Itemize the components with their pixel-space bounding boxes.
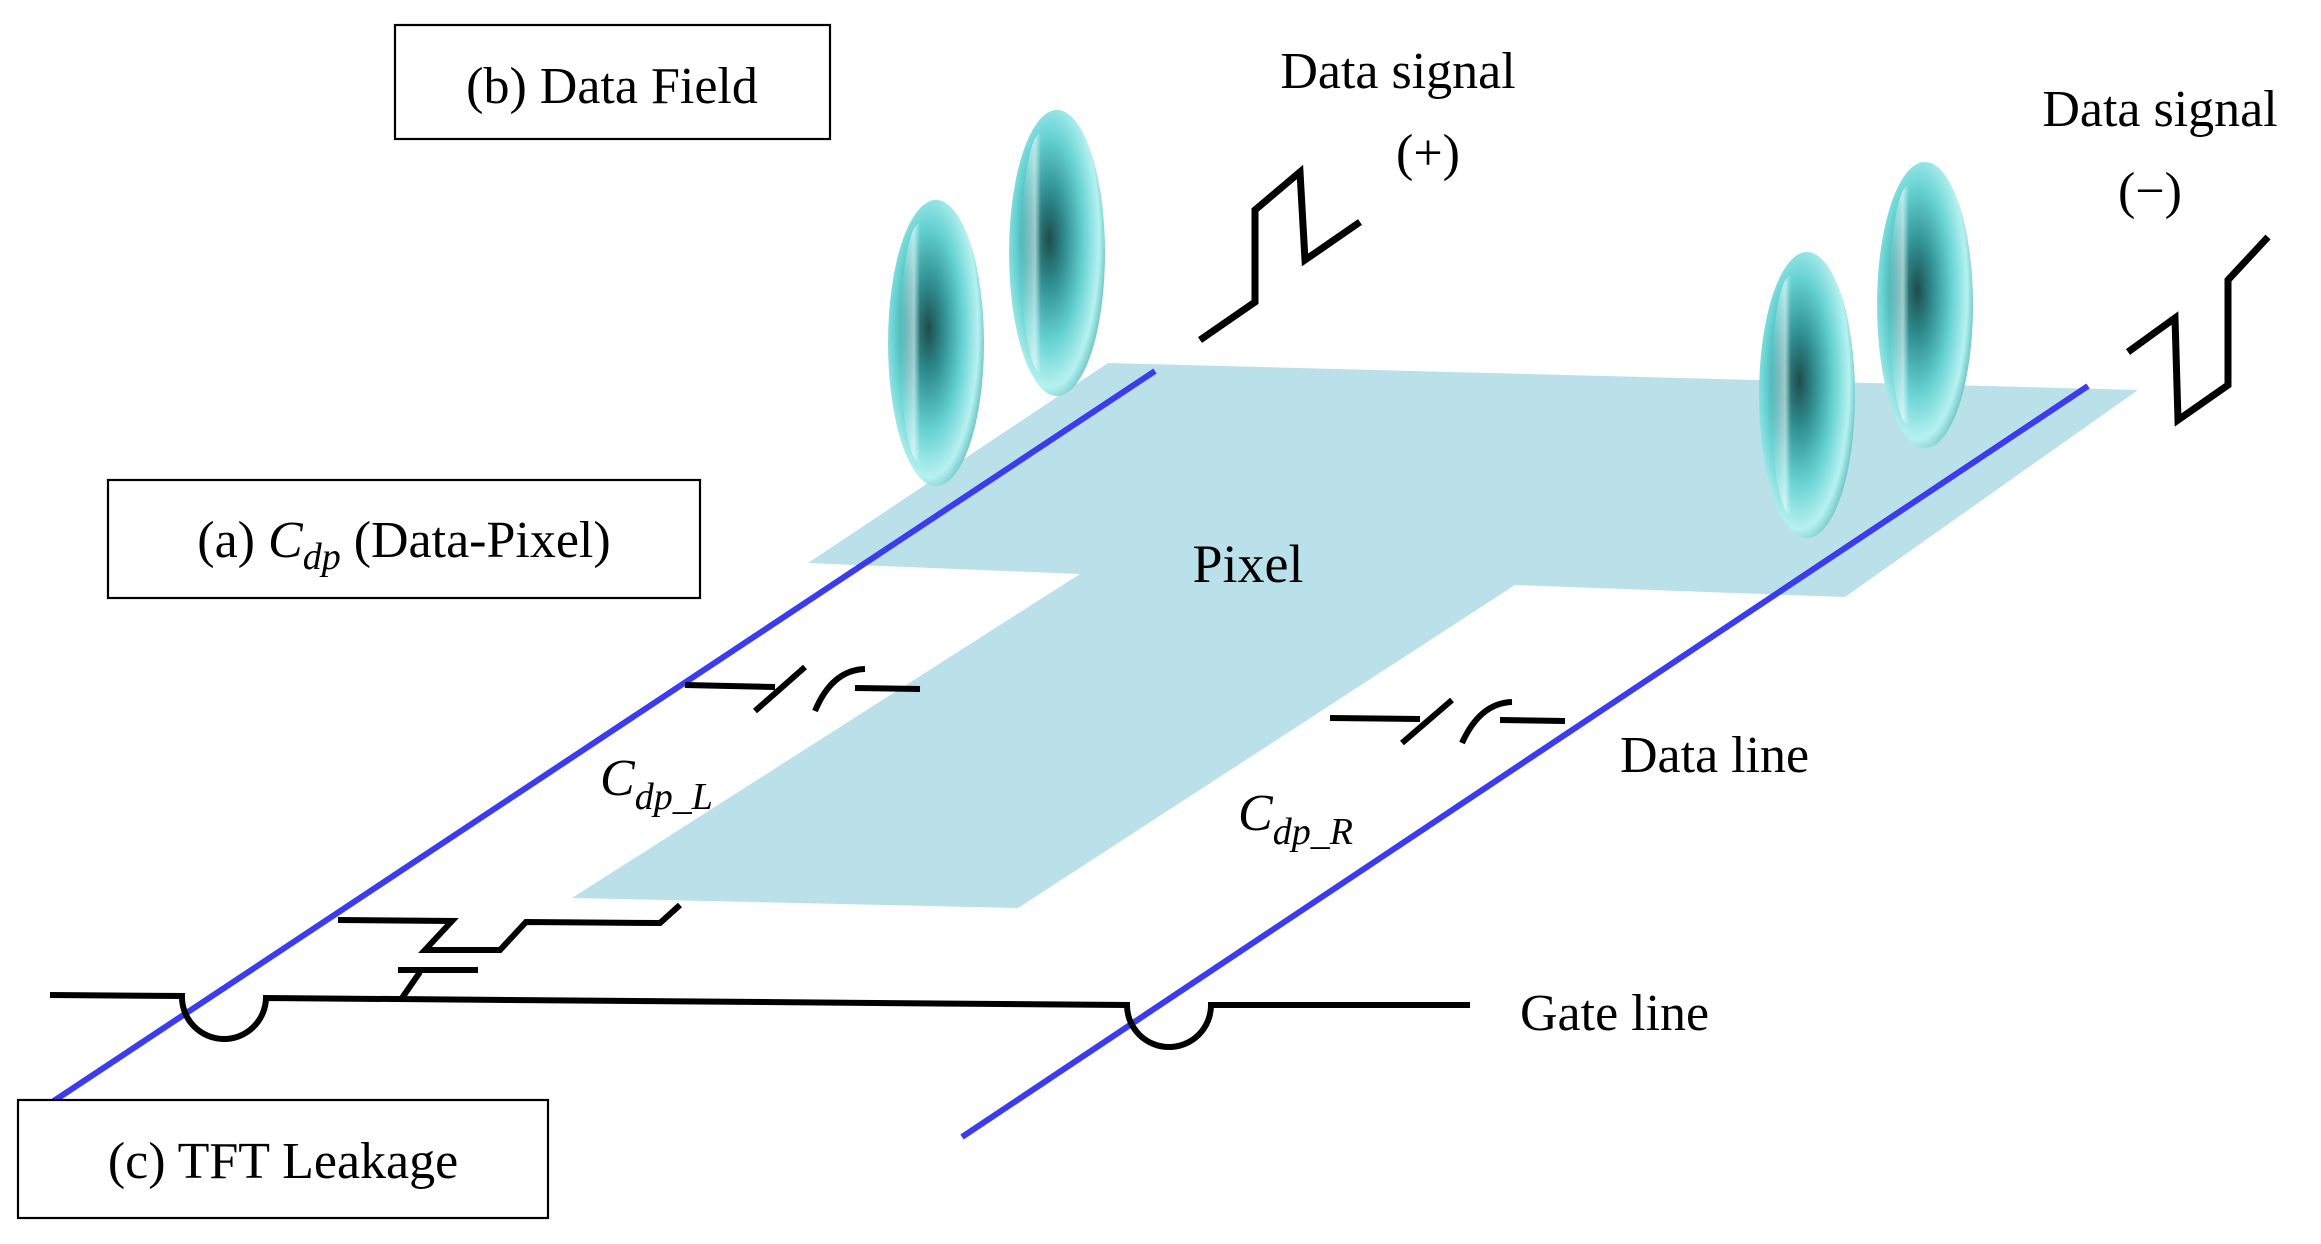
capacitor-cdp-l (684, 664, 921, 714)
gate-line (49, 992, 1470, 1050)
data-signal-neg-label: Data signal (2042, 81, 2277, 138)
data-signal-pos-label: Data signal (1280, 43, 1515, 100)
lc-molecules-left (888, 110, 1105, 486)
tft-leakage-label: (c) TFT Leakage (108, 1133, 458, 1190)
label-box-tft-leakage: (c) TFT Leakage (16, 1098, 550, 1220)
data-signal-pos-sign: (+) (1396, 125, 1460, 182)
tft-transistor (337, 902, 683, 1000)
data-signal-neg-sign: (−) (2118, 163, 2182, 220)
label-box-data-field: (b) Data Field (393, 23, 832, 141)
data-field-label: (b) Data Field (466, 58, 758, 115)
data-signal-neg-waveform (2125, 234, 2271, 427)
data-line-label: Data line (1620, 727, 1809, 784)
data-line-right (960, 383, 2090, 1140)
label-box-cdp: (a) Cdp (Data-Pixel) (106, 478, 702, 600)
data-line-left (26, 368, 1157, 1121)
pixel-electrode (572, 363, 2138, 908)
cdp-label: (a) Cdp (Data-Pixel) (197, 512, 610, 578)
pixel-label: Pixel (1192, 534, 1303, 594)
capacitor-cdp-r (1329, 697, 1566, 746)
data-signal-pos-waveform (1198, 164, 1362, 343)
lc-molecules-right (1759, 162, 1973, 538)
gate-line-label: Gate line (1520, 985, 1709, 1042)
cdp-r-label: Cdp_R (1238, 785, 1353, 853)
cdp-l-label: Cdp_L (600, 750, 713, 818)
